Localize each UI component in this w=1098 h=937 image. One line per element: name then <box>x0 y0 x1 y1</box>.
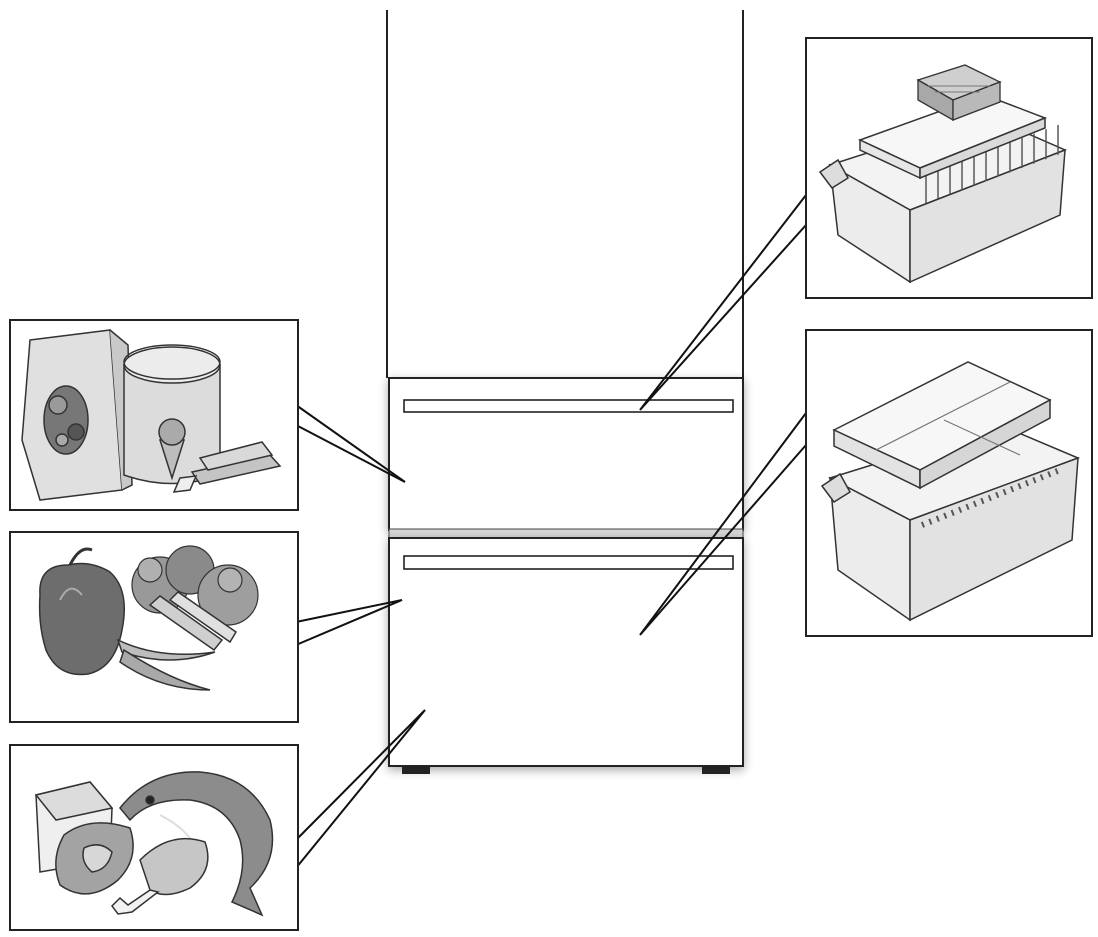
lower-freezer-drawer[interactable] <box>388 537 744 767</box>
upper-drawer-handle[interactable] <box>403 399 734 413</box>
frozen-bag-icon <box>21 329 133 501</box>
steak-icon <box>55 822 134 895</box>
drawer-gap <box>388 528 744 539</box>
leader-meat-fish <box>295 709 426 869</box>
panel-upper-drawer-bins <box>805 37 1093 299</box>
ice-cream-tub-icon <box>123 344 221 485</box>
lower-drawer-handle[interactable] <box>403 555 734 570</box>
ice-tray-icon <box>916 64 1002 122</box>
left-foot <box>402 766 430 774</box>
panel-vegetables <box>9 531 299 723</box>
carrot-icon <box>116 638 216 691</box>
divided-tray-icon <box>832 361 1052 490</box>
panel-frozen-foods <box>9 319 299 511</box>
panel-meat-fish-cheese <box>9 744 299 931</box>
leader-upper-bins <box>639 194 807 411</box>
chicken-leg-icon <box>111 837 209 915</box>
leader-lower-bins <box>639 412 807 636</box>
deep-bin-icon <box>820 424 1081 622</box>
celery-icon <box>148 591 238 652</box>
refrigerator <box>386 10 744 774</box>
leader-frozen-foods <box>295 404 406 483</box>
right-foot <box>702 766 730 774</box>
leader-lines <box>295 194 807 869</box>
bell-pepper-icon <box>38 547 125 676</box>
leader-vegetables <box>295 599 403 646</box>
shallow-tray-icon <box>858 94 1048 180</box>
ice-pop-icon <box>172 441 282 493</box>
panel-lower-drawer-bins <box>805 329 1093 637</box>
